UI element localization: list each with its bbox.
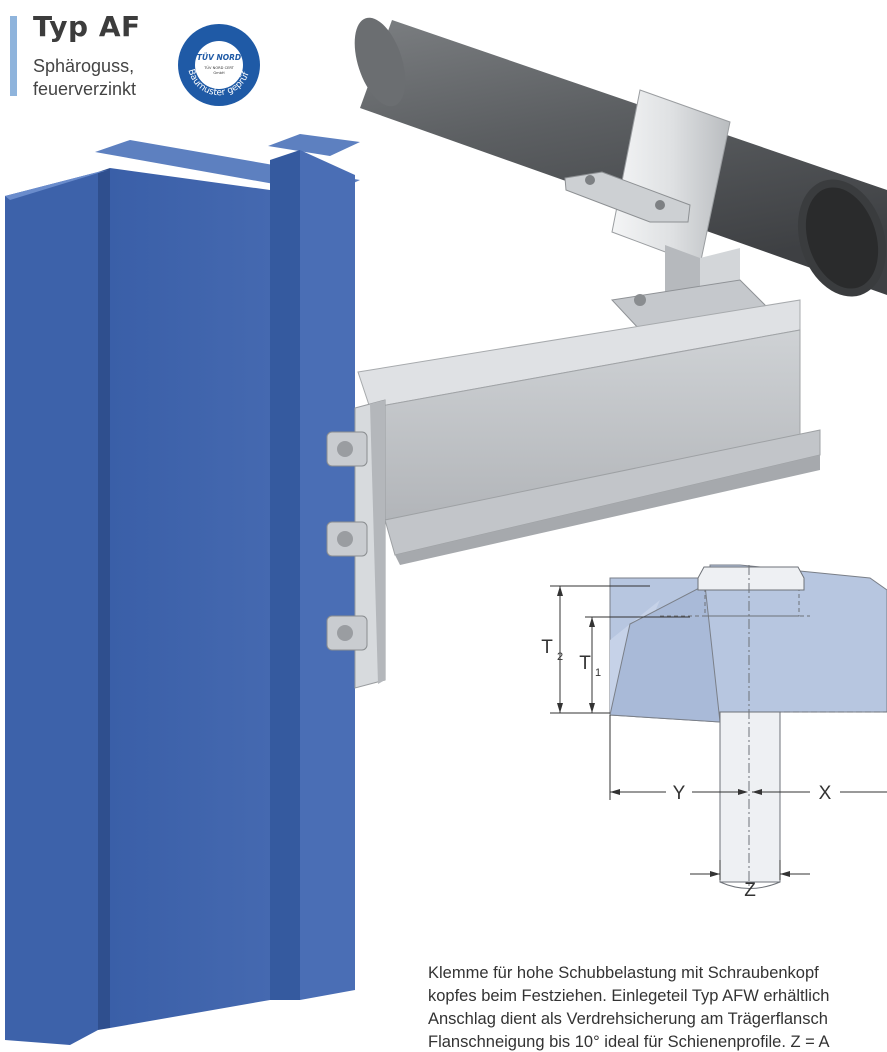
material-line-1: Sphäroguss, — [33, 56, 135, 76]
seal-cert-text: TÜV NORD CERT — [203, 65, 234, 70]
description-line: Flanschneigung bis 10° ideal für Schiene… — [428, 1033, 830, 1051]
description-line: Anschlag dient als Verdrehsicherung am T… — [428, 1010, 828, 1028]
pipe-clamp-icon — [564, 89, 731, 266]
material-line-2: feuerverzinkt — [33, 79, 137, 99]
t2-label: T — [541, 637, 553, 658]
t1-subscript: 1 — [595, 667, 601, 679]
description-line: Klemme für hohe Schubbelastung mit Schra… — [428, 964, 819, 982]
beam-clamp-icon — [326, 431, 368, 651]
dimension-diagram: T 2 T 1 Y X Z — [541, 564, 887, 900]
t1-label: T — [579, 653, 591, 674]
pipe-icon — [354, 17, 887, 297]
product-title: Typ AF — [33, 10, 141, 43]
y-label: Y — [673, 783, 686, 804]
cantilever-beam-icon — [357, 299, 821, 565]
seal-brand: TÜV NORD — [197, 53, 241, 62]
seal-gmbh-text: GmbH — [213, 71, 225, 75]
accent-bar — [10, 16, 17, 96]
t2-subscript: 2 — [557, 651, 563, 663]
x-label: X — [819, 783, 832, 804]
description-line: kopfes beim Festziehen. Einlegeteil Typ … — [428, 987, 830, 1005]
z-label: Z — [744, 880, 756, 900]
i-beam-column-icon — [5, 134, 360, 1045]
certification-seal-icon: TÜV NORD TÜV NORD CERT GmbH Baumuster ge… — [176, 22, 260, 106]
product-description: Klemme für hohe Schubbelastung mit Schra… — [428, 962, 887, 1052]
header: Typ AF Sphäroguss, feuerverzinkt TÜV NOR… — [0, 0, 300, 110]
